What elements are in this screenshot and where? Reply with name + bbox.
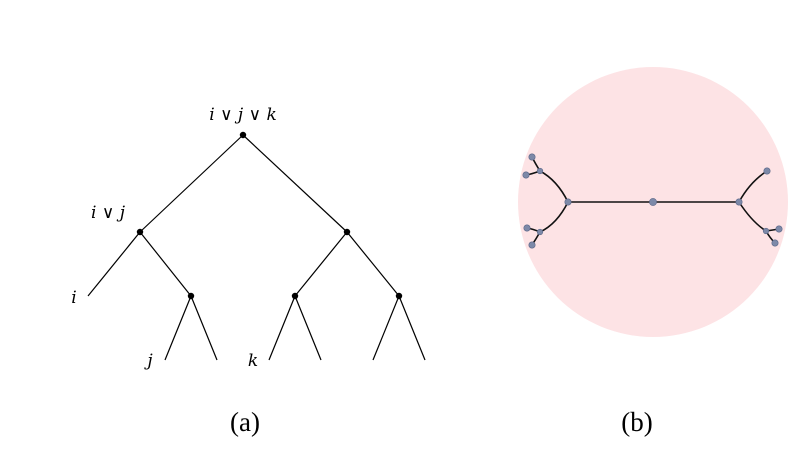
disk-leaf-7 [771,239,779,247]
disk-node-right-lower [762,227,770,235]
disk-node-left-lower [536,228,544,236]
caption-a: (a) [230,407,260,437]
tree-edge-rl-right [294,295,322,361]
tree-edge-rr-right [398,295,426,361]
tree-node-ij [136,228,144,236]
leaf-j-label: j [143,351,153,371]
leaf-k-label: k [248,351,258,371]
disk-node-left-hub [564,198,572,206]
leaf-i-label: i [71,288,76,308]
disk-leaf-4 [528,241,536,249]
disk-node-right-hub [735,198,743,206]
tree-node-root [239,131,247,139]
tree-edge-r-left [294,231,348,297]
tree-edge-root-left [139,134,244,233]
ij-label: i ∨ j [91,203,126,223]
tree-node-far-right [395,292,403,300]
tree-edge-sub-j [164,295,192,361]
panel-a-tree: i ∨ j ∨ k i ∨ j i j k (a) [71,105,426,437]
disk-leaf-2 [522,171,530,179]
disk-leaf-5 [763,167,771,175]
tree-node-k-parent [291,292,299,300]
caption-b: (b) [621,407,652,437]
root-label: i ∨ j ∨ k [209,105,277,125]
tree-edge-ij-sub [139,231,192,297]
disk-edge-left-upper [539,170,569,203]
tree-edge-rr-left [372,295,400,361]
tree-edge-ij-i [87,231,141,297]
tree-node-j-parent [187,292,195,300]
disk-edge-left-lower [539,201,569,233]
disk-node-left-upper [536,167,544,175]
disk-leaf-1 [528,153,536,161]
tree-edge-k [268,295,296,361]
disk-leaf-6 [775,225,783,233]
tree-node-right [343,228,351,236]
tree-edge-r-right [346,231,400,297]
panel-b-disk: (b) [518,67,788,437]
tree-edge-root-right [242,134,348,233]
disk-leaf-3 [523,224,531,232]
tree-edge-sub-right [190,295,218,361]
disk-node-center [649,198,657,206]
